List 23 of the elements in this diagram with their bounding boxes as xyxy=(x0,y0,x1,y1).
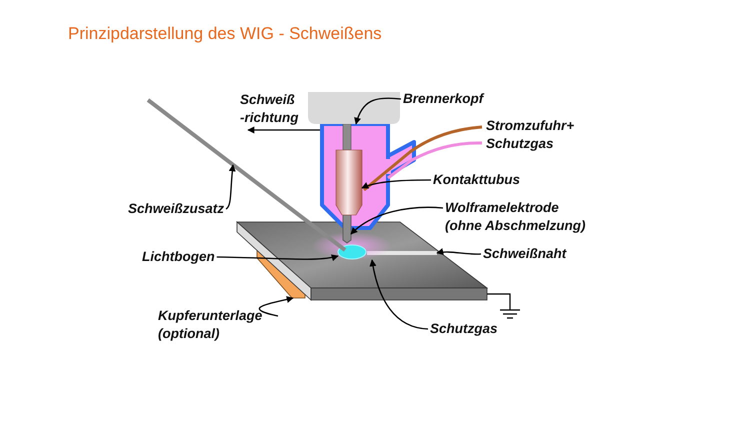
title: Prinzipdarstellung des WIG - Schweißens xyxy=(68,24,382,44)
leader-line xyxy=(226,164,236,210)
leader-line xyxy=(259,296,294,317)
arc-glow xyxy=(338,244,366,260)
callout-label: Schweißnaht xyxy=(483,245,566,263)
leader-line xyxy=(361,179,431,189)
leader-line xyxy=(436,248,482,256)
text-label: Schweiß -richtung xyxy=(240,91,300,127)
callout-label: Kupferunterlage (optional) xyxy=(158,307,276,343)
leader-line xyxy=(350,206,444,234)
callout-label: Schweißzusatz xyxy=(128,200,224,218)
tungsten-electrode-tip xyxy=(342,214,352,244)
leader-line xyxy=(354,98,402,125)
text-label: Schutzgas xyxy=(486,135,554,153)
callout-label: Schutzgas xyxy=(430,320,498,338)
burner-head xyxy=(308,92,400,124)
callout-label: Lichtbogen xyxy=(142,248,215,266)
text-label: Stromzufuhr+ xyxy=(486,117,574,135)
callout-label: Kontakttubus xyxy=(433,171,520,189)
callout-label: Wolframelektrode (ohne Abschmelzung) xyxy=(445,199,595,235)
contact-tube xyxy=(336,150,362,216)
leader-line xyxy=(370,259,428,330)
callout-label: Brennerkopf xyxy=(403,90,484,108)
